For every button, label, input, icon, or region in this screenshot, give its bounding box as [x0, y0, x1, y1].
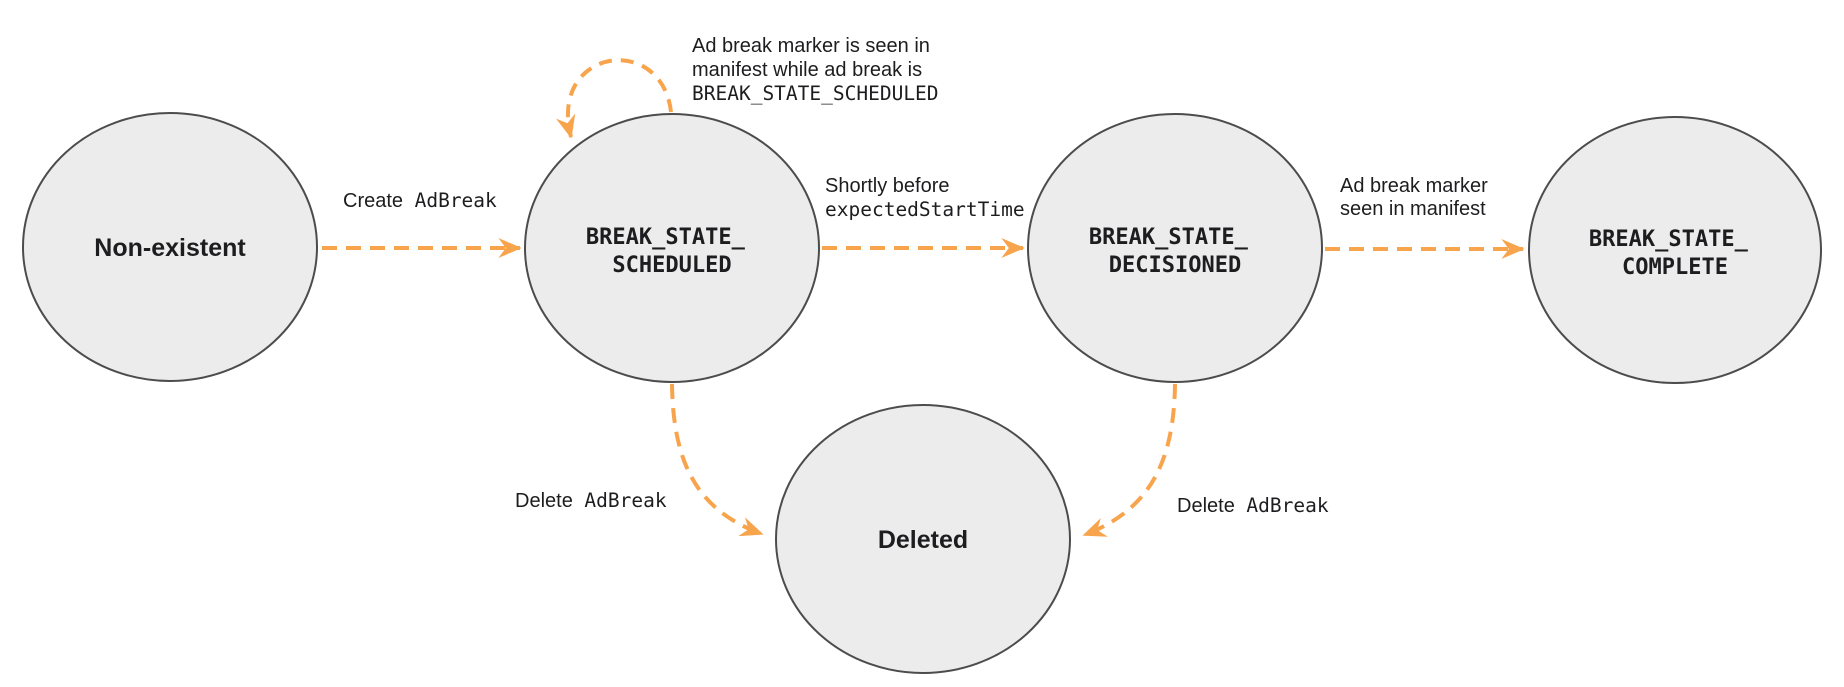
node-break-state-scheduled: BREAK_STATE_ SCHEDULED — [524, 113, 820, 383]
node-break-state-complete: BREAK_STATE_ COMPLETE — [1528, 116, 1822, 384]
edge-decisioned-to-deleted-arrow — [1082, 383, 1177, 537]
edge-label-delete-adbreak-left: Delete AdBreak — [515, 489, 667, 512]
node-non-existent-ellipse — [22, 112, 318, 382]
node-break-state-complete-label: BREAK_STATE_ COMPLETE — [1589, 227, 1761, 280]
edge-scheduled-to-deleted-arrow — [670, 383, 764, 537]
edge-label-delete-adbreak-right: Delete AdBreak — [1177, 494, 1329, 517]
edge-self-loop-scheduled-arrow — [555, 58, 673, 139]
node-break-state-decisioned-label: BREAK_STATE_ DECISIONED — [1089, 225, 1261, 278]
edge-label-self-loop-scheduled: Ad break marker is seen in manifest whil… — [692, 35, 939, 105]
node-break-state-decisioned: BREAK_STATE_ DECISIONED — [1027, 113, 1323, 383]
node-deleted: Deleted — [775, 404, 1071, 674]
edge-label-shortly-before: Shortly before expectedStartTime — [825, 175, 1025, 221]
edge-label-marker-seen: Ad break marker seen in manifest — [1340, 175, 1493, 220]
node-break-state-scheduled-ellipse — [524, 113, 820, 383]
node-non-existent: Non-existent — [22, 112, 318, 382]
node-break-state-complete-ellipse — [1528, 116, 1822, 384]
edge-label-create-adbreak: Create AdBreak — [343, 189, 497, 212]
node-break-state-decisioned-ellipse — [1027, 113, 1323, 383]
node-deleted-label: Deleted — [878, 526, 968, 554]
node-break-state-scheduled-label: BREAK_STATE_ SCHEDULED — [586, 225, 758, 278]
node-deleted-ellipse — [775, 404, 1071, 674]
node-non-existent-label: Non-existent — [94, 234, 246, 262]
